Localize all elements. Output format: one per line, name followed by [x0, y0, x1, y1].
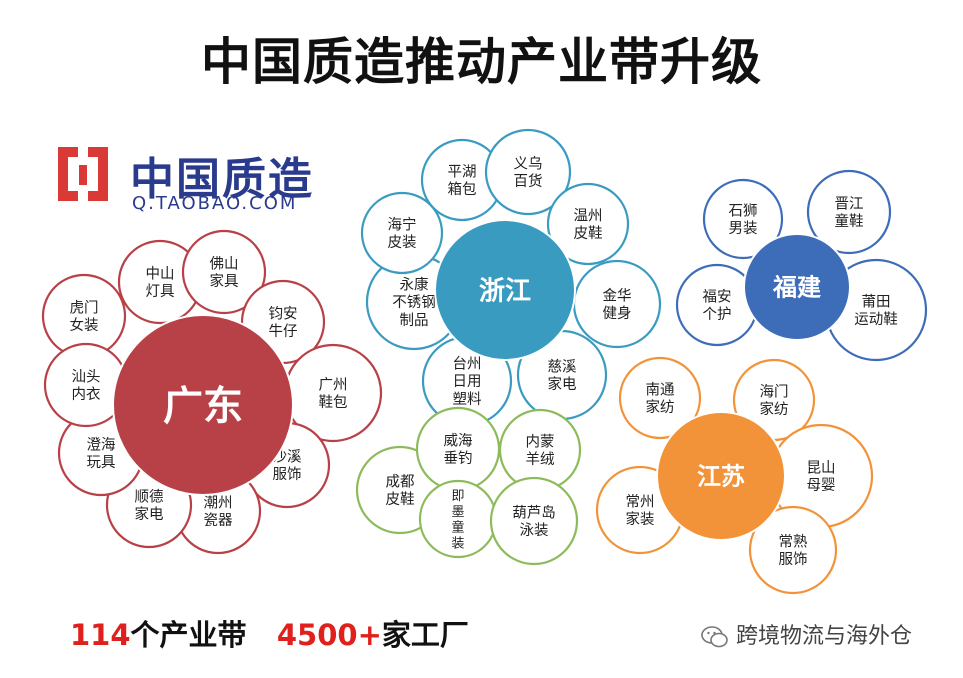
cluster-guangdong-item-label: 钧安牛仔	[269, 305, 298, 340]
cluster-fujian-item-circle	[702, 178, 784, 260]
cluster-other-item-label: 内蒙羊绒	[526, 433, 555, 468]
cluster-guangdong-item-label: 中山灯具	[146, 265, 175, 300]
industry-count: 114	[70, 618, 131, 652]
page-title: 中国质造推动产业带升级	[201, 33, 762, 91]
cluster-zhejiang-item-label: 永康不锈钢制品	[392, 277, 436, 329]
cluster-guangdong-item-circle	[181, 229, 267, 315]
wechat-icon	[701, 626, 728, 648]
cluster-zhejiang-item-circle	[484, 128, 572, 216]
industry-label: 个产业带	[130, 618, 247, 652]
cluster-other-item-circle	[489, 476, 579, 566]
logo-url: Q.TAOBAO.COM	[132, 193, 298, 214]
cluster-jiangsu-item-circle	[618, 356, 702, 440]
cluster-guangdong: 虎门女装中山灯具佛山家具钧安牛仔广州鞋包沙溪服饰潮州瓷器顺德家电澄海玩具汕头内衣…	[41, 229, 383, 555]
cluster-guangdong-item-label: 顺德家电	[135, 488, 164, 523]
cluster-jiangsu-item-label: 昆山母婴	[807, 459, 836, 494]
cluster-jiangsu-item-label: 常熟服饰	[779, 533, 808, 568]
cluster-zhejiang-item-label: 义乌百货	[514, 155, 543, 190]
cluster-fujian-item-label: 晋江童鞋	[835, 195, 864, 230]
cluster-jiangsu-item-label: 南通家纺	[646, 381, 675, 416]
cluster-zhejiang-center-circle	[434, 219, 576, 361]
cluster-guangdong-center-circle	[112, 314, 294, 496]
watermark-text: 跨境物流与海外仓	[736, 624, 913, 649]
cluster-guangdong-item-label: 澄海玩具	[87, 436, 116, 471]
cluster-guangdong-item-label: 汕头内衣	[72, 368, 101, 403]
logo: 中国质造 Q.TAOBAO.COM	[52, 143, 352, 223]
cluster-fujian-center-circle	[743, 233, 851, 341]
cluster-other-item-label: 威海垂钓	[444, 432, 473, 467]
factory-count: 4500+	[276, 618, 382, 652]
cluster-guangdong-item-label: 潮州瓷器	[204, 494, 233, 529]
cluster-zhejiang-item-label: 台州日用塑料	[453, 356, 482, 408]
stats-summary: 114个产业带 4500+家工厂	[70, 612, 469, 654]
cluster-guangdong-item-label: 虎门女装	[70, 299, 99, 334]
cluster-guangdong-item-label: 广州鞋包	[319, 376, 348, 411]
cluster-zhejiang-item-label: 海宁皮装	[388, 216, 417, 251]
cluster-fujian-item-label: 福安个护	[703, 288, 732, 323]
cluster-other-item-label: 葫芦岛泳装	[512, 504, 556, 539]
factory-label: 家工厂	[381, 618, 469, 652]
cluster-jiangsu-item-circle	[748, 505, 838, 595]
cluster-fujian-item-label: 石狮男装	[729, 202, 758, 237]
cluster-zhejiang-center-label: 浙江	[479, 276, 531, 306]
cluster-zhejiang-item-circle	[360, 191, 444, 275]
cluster-jiangsu-center-circle	[656, 411, 786, 541]
cluster-other-item-label: 成都皮鞋	[386, 473, 415, 508]
cluster-jiangsu-item-label: 海门家纺	[760, 383, 789, 418]
cluster-fujian-item-circle	[806, 169, 892, 255]
cluster-jiangsu-item-label: 常州家装	[626, 493, 655, 528]
cluster-zhejiang-item-label: 温州皮鞋	[574, 207, 603, 242]
cluster-fujian-center-label: 福建	[772, 274, 821, 302]
cluster-guangdong-center-label: 广东	[163, 383, 243, 429]
logo-text: 中国质造	[130, 154, 314, 205]
watermark: 跨境物流与海外仓	[700, 618, 912, 650]
logo-icon	[58, 147, 108, 201]
cluster-zhejiang-item-label: 慈溪家电	[548, 358, 577, 393]
cluster-guangdong-item-label: 佛山家具	[210, 255, 239, 290]
cluster-other-item-label: 即墨童装	[451, 489, 464, 552]
cluster-jiangsu-center-label: 江苏	[697, 463, 745, 491]
cluster-fujian-item-label: 莆田运动鞋	[854, 293, 898, 328]
cluster-zhejiang-item-circle	[546, 182, 630, 266]
cluster-zhejiang-item-label: 金华健身	[603, 287, 632, 322]
cluster-zhejiang-item-label: 平湖箱包	[448, 163, 477, 198]
